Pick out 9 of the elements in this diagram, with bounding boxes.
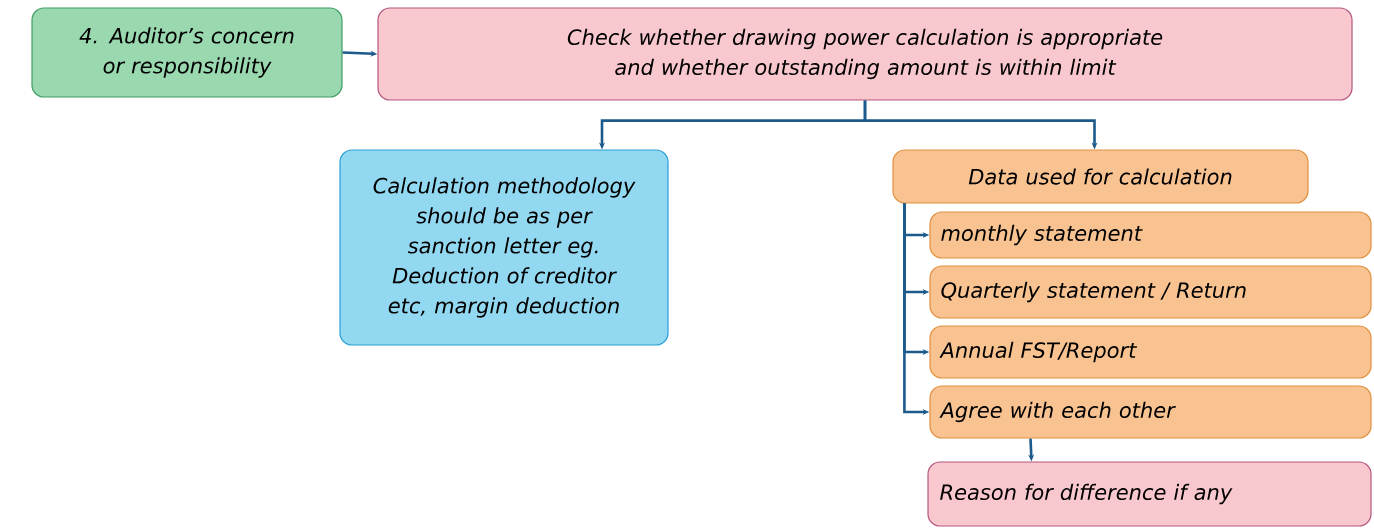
process-box: Data used for calculation — [892, 149, 1309, 204]
process-box: Agree with each other — [929, 385, 1372, 439]
process-box: Quarterly statement / Return — [929, 265, 1372, 319]
process-box: Annual FST/Report — [929, 325, 1372, 379]
process-box: monthly statement — [929, 211, 1372, 259]
process-box: Check whether drawing power calculation is appropriate and whether outstanding amount is within limit — [377, 7, 1353, 101]
process-box: 4. Auditor’s concern or responsibility — [31, 7, 343, 98]
process-box: Calculation methodology should be as per sanction letter eg. Deduction of creditor etc, margin deduction — [339, 149, 669, 346]
process-box: Reason for difference if any — [927, 461, 1372, 527]
